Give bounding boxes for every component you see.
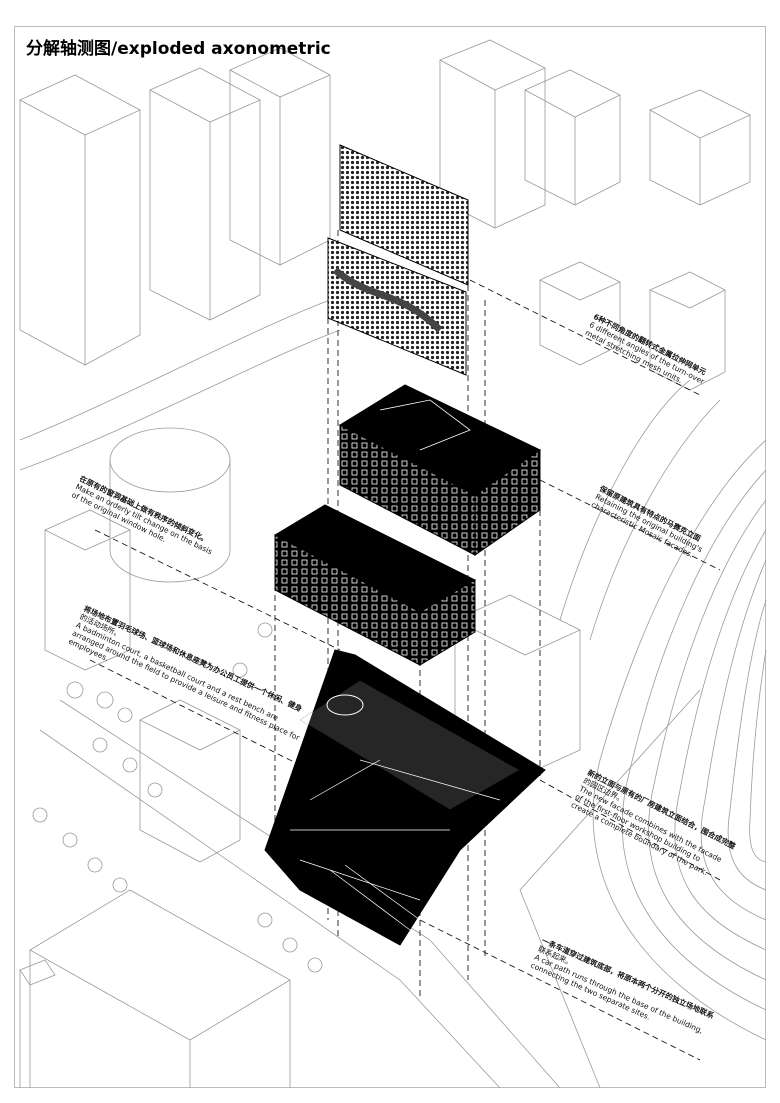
context-tower [149,67,261,321]
lower-building-block [273,504,477,666]
upper-building-block [338,384,541,556]
context-tower [539,261,621,366]
context-tower [439,39,546,229]
leader-line [469,279,701,396]
leader-line [94,529,341,651]
drawing-frame [14,26,766,1088]
leader-line [539,479,721,571]
mesh-screen-lower [327,237,467,376]
context-block [139,699,241,863]
context-tower [229,47,331,266]
road-line [59,699,561,1089]
road-line [19,299,331,441]
ground-floor-base [264,649,546,946]
context-block [44,509,131,671]
mesh-screen-upper [339,144,469,286]
context-cylinder [109,427,231,493]
context-tower [19,74,141,366]
court-circle [326,694,364,716]
context-tower [649,89,751,206]
context-block [29,889,291,1088]
contour-lines [559,379,767,1041]
road-line [519,689,701,1089]
road-line [19,329,341,471]
road-line [39,729,501,1089]
leader-line [89,659,301,766]
trees [32,622,323,973]
leader-line [539,779,721,881]
page-title: 分解轴测图/exploded axonometric [26,39,331,59]
context-tower [524,69,621,206]
leader-line [419,919,701,1061]
mesh-pattern-band [332,267,443,333]
context-block [19,959,56,1088]
